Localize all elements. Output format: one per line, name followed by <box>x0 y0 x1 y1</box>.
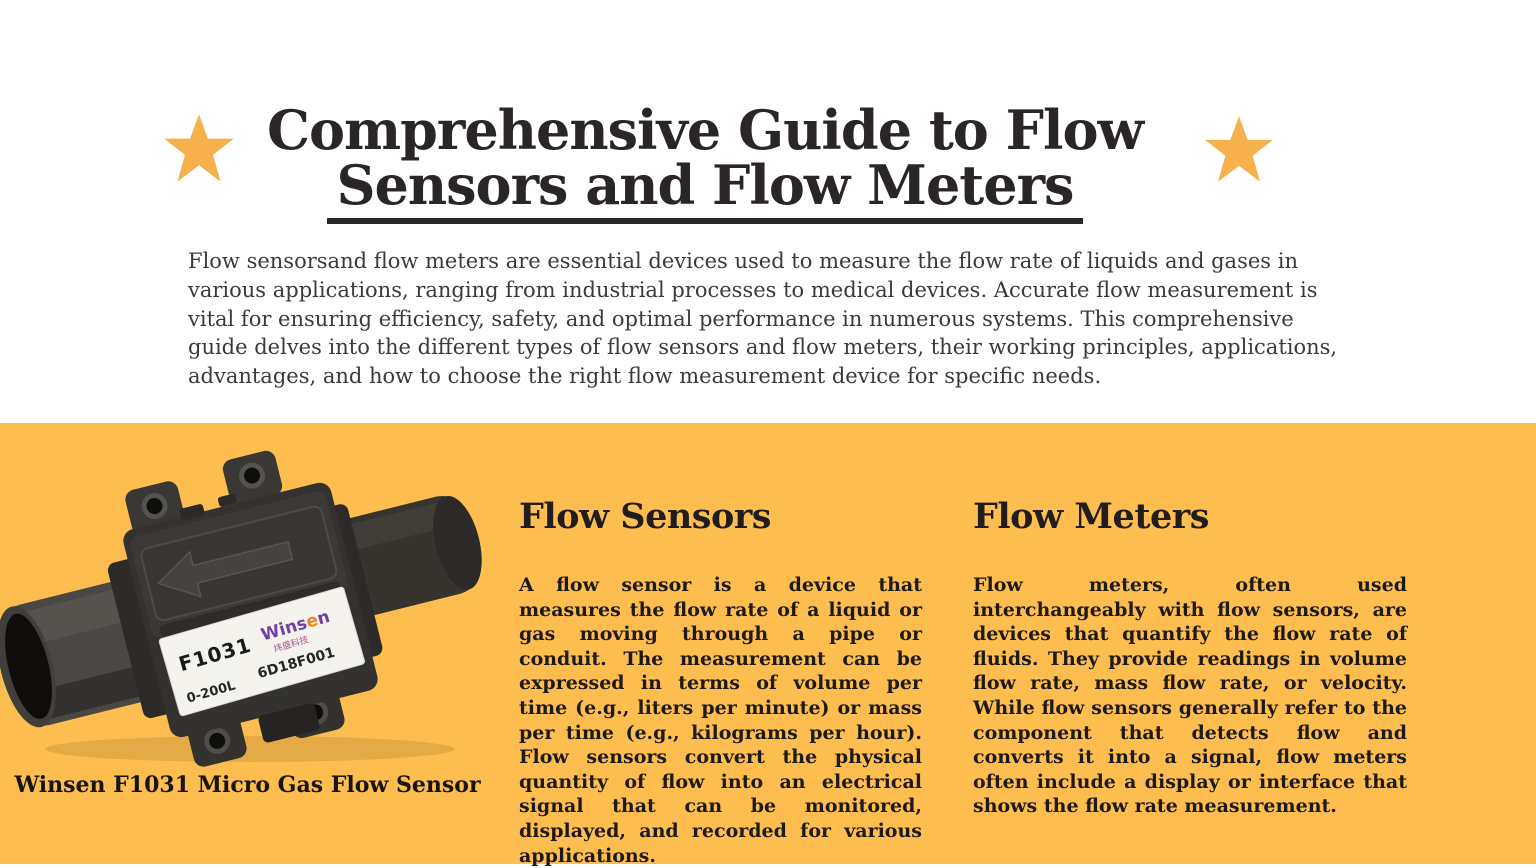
flow-sensors-heading: Flow Sensors <box>519 496 772 537</box>
gas-flow-sensor-image: F1031 Winsen 炜盛科技 0-200L 6D18F001 <box>0 450 482 767</box>
header-section: Comprehensive Guide to Flow Sensors and … <box>0 0 1536 423</box>
title-line-2-wrap: Sensors and Flow Meters <box>190 158 1220 224</box>
intro-paragraph: Flow sensorsand flow meters are essentia… <box>188 249 1338 389</box>
lug-hole <box>209 732 226 749</box>
flow-meters-body: Flow meters, often used interchangeably … <box>973 574 1407 818</box>
star-shape <box>164 114 234 182</box>
content-section: F1031 Winsen 炜盛科技 0-200L 6D18F001 Winsen… <box>0 423 1536 867</box>
page-title: Comprehensive Guide to Flow Sensors and … <box>190 103 1220 224</box>
right-pipe-cap <box>433 496 482 590</box>
housing-notch <box>179 504 205 521</box>
left-pipe-opening <box>5 613 52 719</box>
lug-hole <box>146 498 163 515</box>
housing-groove <box>159 581 342 637</box>
flow-sensors-body: A flow sensor is a device that measures … <box>519 574 922 867</box>
star-shape <box>1205 116 1273 182</box>
product-shadow <box>45 736 455 762</box>
title-line-1: Comprehensive Guide to Flow <box>267 98 1144 162</box>
flow-meters-heading: Flow Meters <box>973 496 1209 537</box>
product-caption: Winsen F1031 Micro Gas Flow Sensor <box>14 772 481 798</box>
product-figure: F1031 Winsen 炜盛科技 0-200L 6D18F001 <box>0 450 495 773</box>
flow-meters-column: Flow Meters Flow meters, often used inte… <box>973 498 1407 819</box>
star-icon <box>164 114 234 182</box>
product-label: F1031 Winsen 炜盛科技 0-200L 6D18F001 <box>158 586 365 717</box>
lug-hole <box>244 467 261 484</box>
housing-notch <box>217 493 237 507</box>
title-line-2: Sensors and Flow Meters <box>326 158 1084 224</box>
sensor-body-group: F1031 Winsen 炜盛科技 0-200L 6D18F001 <box>0 450 482 767</box>
label-background <box>158 586 365 717</box>
star-icon <box>1205 116 1273 182</box>
flow-sensors-column: Flow Sensors A flow sensor is a device t… <box>519 498 922 868</box>
connector <box>258 703 320 743</box>
flow-direction-arrow-icon <box>156 540 294 598</box>
